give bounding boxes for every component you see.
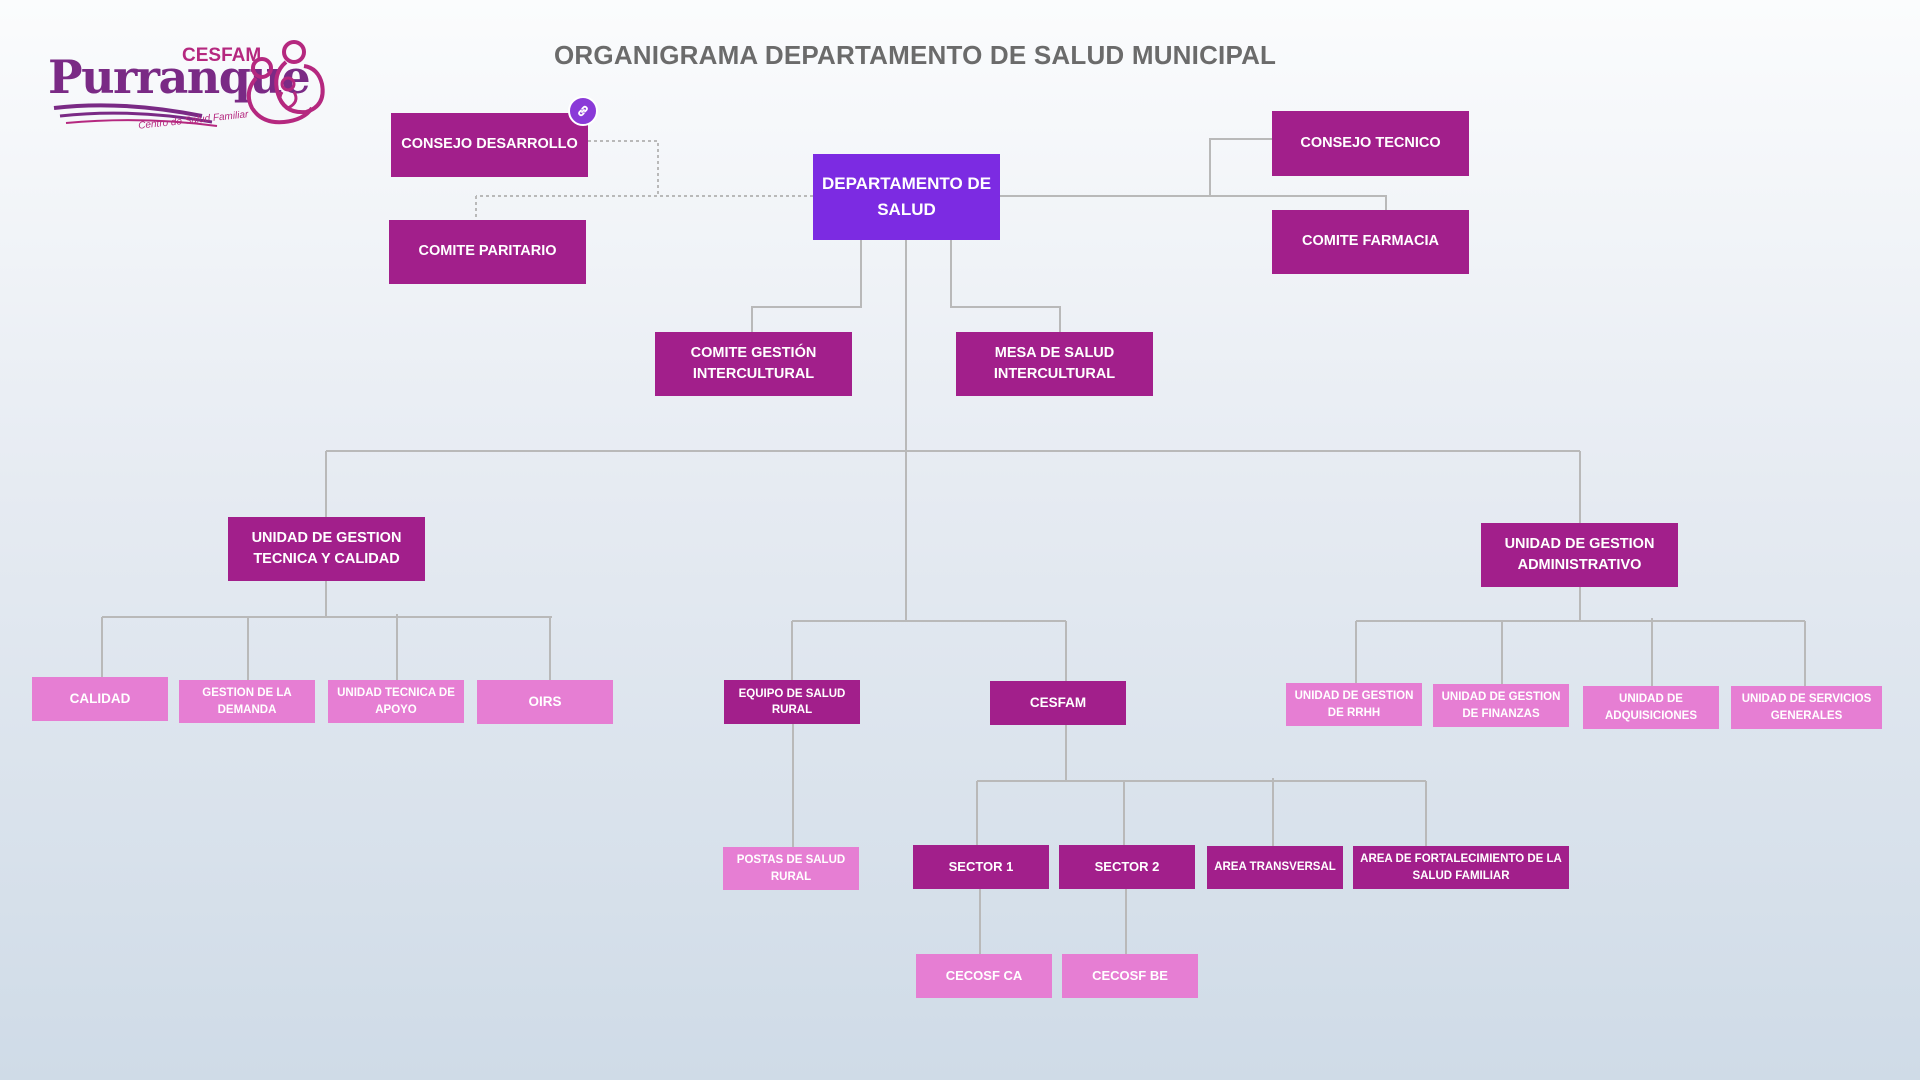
logo-swoosh-icon xyxy=(53,103,218,127)
node-consejo-tecnico[interactable]: CONSEJO TECNICO xyxy=(1272,111,1469,176)
family-icon xyxy=(246,40,325,125)
node-ug-rrhh[interactable]: UNIDAD DE GESTION DE RRHH xyxy=(1286,683,1422,726)
page-title: ORGANIGRAMA DEPARTAMENTO DE SALUD MUNICI… xyxy=(554,40,1277,70)
node-unidad-servicios-generales[interactable]: UNIDAD DE SERVICIOS GENERALES xyxy=(1731,686,1882,729)
node-cesfam[interactable]: CESFAM xyxy=(990,681,1126,725)
node-cecosf-be[interactable]: CECOSF BE xyxy=(1062,954,1198,998)
cesfam-purranque-logo: CESFAM Purranque Centro de Salud Familia… xyxy=(46,38,336,138)
node-calidad[interactable]: CALIDAD xyxy=(32,677,168,721)
connector-consejo-desarrollo xyxy=(588,140,659,196)
node-oirs[interactable]: OIRS xyxy=(477,680,613,724)
node-postas-salud-rural[interactable]: POSTAS DE SALUD RURAL xyxy=(723,847,859,890)
node-ug-tecnica-calidad[interactable]: UNIDAD DE GESTION TECNICA Y CALIDAD xyxy=(228,517,425,581)
node-comite-gestion-intercultural[interactable]: COMITE GESTIÓN INTERCULTURAL xyxy=(655,332,852,396)
connector-mesa-salud xyxy=(950,240,1061,332)
node-comite-farmacia[interactable]: COMITE FARMACIA xyxy=(1272,210,1469,274)
node-cecosf-ca[interactable]: CECOSF CA xyxy=(916,954,1052,998)
node-unidad-tecnica-apoyo[interactable]: UNIDAD TECNICA DE APOYO xyxy=(328,680,464,723)
node-ug-finanzas[interactable]: UNIDAD DE GESTION DE FINANZAS xyxy=(1433,684,1569,727)
node-comite-paritario[interactable]: COMITE PARITARIO xyxy=(389,220,586,284)
node-mesa-salud-intercultural[interactable]: MESA DE SALUD INTERCULTURAL xyxy=(956,332,1153,396)
connector-comite-farmacia xyxy=(1000,195,1387,210)
node-area-transversal[interactable]: AREA TRANSVERSAL xyxy=(1207,846,1343,889)
connector-consejo-tecnico xyxy=(1209,138,1272,196)
node-area-fortalecimiento[interactable]: AREA DE FORTALECIMIENTO DE LA SALUD FAMI… xyxy=(1353,846,1569,889)
node-ug-administrativo[interactable]: UNIDAD DE GESTION ADMINISTRATIVO xyxy=(1481,523,1678,587)
node-gestion-demanda[interactable]: GESTION DE LA DEMANDA xyxy=(179,680,315,723)
logo-cesfam-text: CESFAM xyxy=(182,45,262,66)
node-sector-1[interactable]: SECTOR 1 xyxy=(913,845,1049,889)
node-equipo-salud-rural[interactable]: EQUIPO DE SALUD RURAL xyxy=(724,680,860,724)
node-consejo-desarrollo[interactable]: CONSEJO DESARROLLO xyxy=(391,113,588,177)
link-icon[interactable] xyxy=(568,96,598,126)
node-sector-2[interactable]: SECTOR 2 xyxy=(1059,845,1195,889)
node-unidad-adquisiciones[interactable]: UNIDAD DE ADQUISICIONES xyxy=(1583,686,1719,729)
chain-link-icon xyxy=(578,105,588,117)
connector-comite-gestion xyxy=(751,240,862,332)
node-departamento-salud[interactable]: DEPARTAMENTO DE SALUD xyxy=(813,154,1000,240)
